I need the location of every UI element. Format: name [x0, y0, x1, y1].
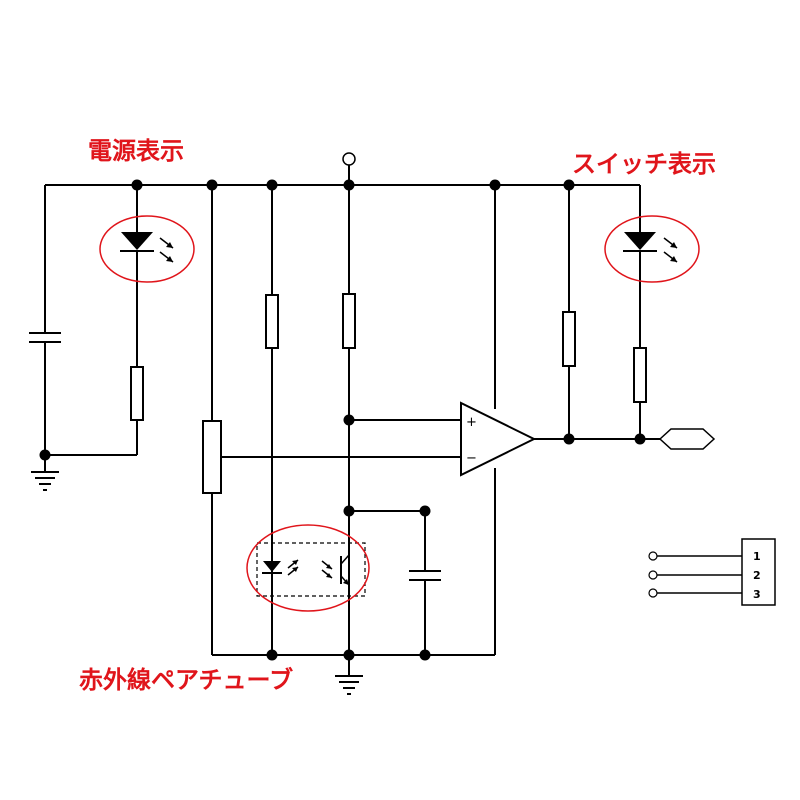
connector-pin-label: 3	[753, 588, 761, 601]
connector-terminal	[648, 570, 658, 580]
junction-dot	[563, 433, 575, 445]
junction-dot	[206, 179, 218, 191]
potentiometer	[202, 420, 222, 494]
ir-pair-tube-label: 赤外線ペアチューブ	[79, 666, 293, 694]
junction-dots	[39, 179, 646, 661]
junction-dot	[343, 505, 355, 517]
ir-led-resistor-branch	[265, 185, 279, 655]
filter-capacitor	[409, 570, 441, 581]
output-pullup-resistor	[562, 311, 576, 367]
connector-terminal	[648, 551, 658, 561]
decoupling-capacitor-branch	[29, 185, 137, 491]
junction-dot	[39, 449, 51, 461]
opamp-minus-sign: −	[466, 451, 477, 466]
junction-dot	[489, 179, 501, 191]
output-stage	[534, 185, 716, 450]
comparator-opamp: + −	[460, 401, 537, 477]
switch-led-resistor	[633, 347, 647, 403]
junction-dot	[419, 649, 431, 661]
power-led-highlight	[99, 215, 195, 283]
junction-dot	[343, 414, 355, 426]
junction-dot	[343, 649, 355, 661]
connector-header: 1 2 3	[648, 538, 776, 606]
connector-terminal	[648, 588, 658, 598]
output-terminal	[658, 428, 716, 450]
power-led-resistor	[130, 366, 144, 421]
phototransistor-icon	[321, 554, 350, 586]
vcc-terminal	[342, 152, 356, 166]
junction-dot	[131, 179, 143, 191]
ir-pair-highlight	[246, 524, 370, 612]
junction-dot	[419, 505, 431, 517]
connector-pin-label: 1	[753, 550, 761, 563]
power-led-icon	[120, 232, 174, 263]
switch-indicator-label: スイッチ表示	[572, 150, 716, 178]
switch-led-highlight	[604, 215, 700, 283]
connector-pin-label: 2	[753, 569, 761, 582]
junction-dot	[266, 649, 278, 661]
pullup-resistor	[342, 293, 356, 349]
ir-emitter-icon	[262, 559, 299, 576]
ir-led-resistor	[265, 294, 279, 349]
sensor-branch	[342, 185, 461, 655]
top-supply-rail	[45, 152, 640, 186]
junction-dot	[266, 179, 278, 191]
power-indicator-led-branch	[120, 185, 174, 455]
junction-dot	[343, 179, 355, 191]
potentiometer-branch	[202, 185, 461, 655]
junction-dot	[634, 433, 646, 445]
ir-pair-tube	[256, 542, 366, 597]
switch-indicator-led-branch	[623, 185, 678, 439]
opamp-plus-sign: +	[466, 415, 477, 430]
annotation-ellipses	[99, 215, 700, 612]
ground-symbol-bottom	[335, 675, 363, 695]
ground-symbol-left	[31, 471, 59, 491]
power-indicator-label: 電源表示	[88, 137, 184, 165]
switch-led-icon	[623, 232, 678, 263]
junction-dot	[563, 179, 575, 191]
